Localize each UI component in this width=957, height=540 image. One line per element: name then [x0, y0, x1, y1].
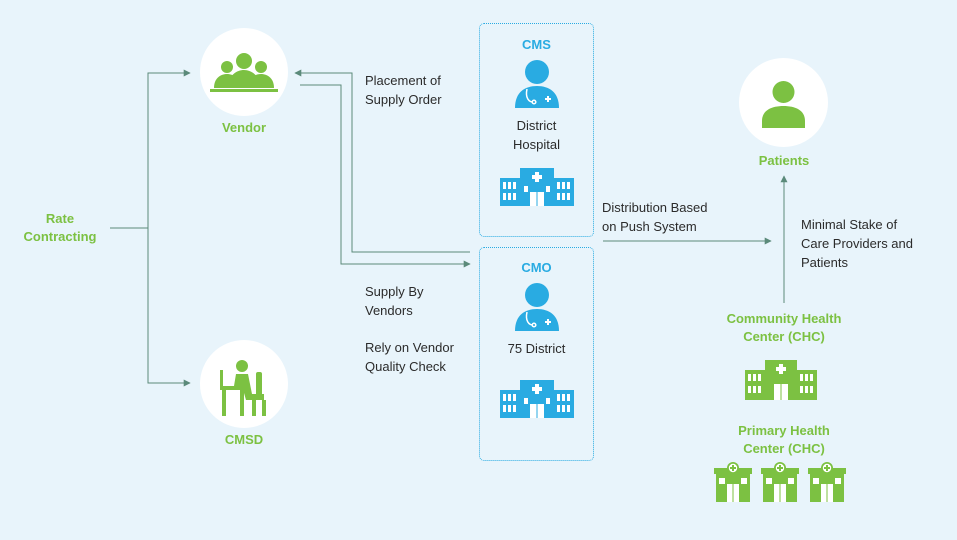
arrow-to-vendor	[147, 69, 191, 228]
supply-by-vendors-label: Supply By Vendors	[365, 284, 424, 318]
cms-title: CMS	[522, 37, 551, 52]
cms-box: CMS District Hospital	[479, 23, 594, 237]
cmo-title: CMO	[521, 260, 552, 275]
cmsd-label: CMSD	[224, 432, 264, 447]
arrow-to-cmsd	[147, 228, 191, 387]
cmo-subtitle: 75 District	[507, 341, 566, 356]
doctor-icon	[514, 283, 559, 331]
rely-on-vendor-label: Rely on Vendor Quality Check	[365, 340, 454, 374]
chc-label: Community Health Center (CHC)	[726, 311, 842, 344]
distribution-label: Distribution Based on Push System	[602, 200, 708, 234]
cmsd-node	[200, 340, 288, 428]
group-of-people-icon	[210, 53, 278, 92]
person-at-desk-icon	[220, 360, 266, 416]
arrow-placement	[294, 69, 470, 253]
rate-contracting-label: Rate Contracting	[23, 211, 97, 244]
vendor-node	[200, 28, 288, 116]
cmo-box: CMO 75 District	[479, 247, 594, 461]
person-icon	[762, 81, 805, 128]
patients-label: Patients	[758, 153, 810, 168]
vendor-label: Vendor	[221, 120, 267, 135]
placement-label: Placement of Supply Order	[365, 73, 442, 107]
cms-subtitle: District Hospital	[513, 118, 560, 152]
arrow-supply	[300, 84, 471, 268]
clinic-icon	[714, 462, 846, 502]
hospital-building-icon	[499, 380, 574, 418]
hospital-building-icon	[499, 168, 574, 206]
patients-node	[739, 58, 828, 147]
minimal-stake-label: Minimal Stake of Care Providers and Pati…	[801, 217, 913, 270]
doctor-icon	[514, 60, 559, 108]
phc-label: Primary Health Center (CHC)	[738, 423, 830, 456]
hospital-building-icon	[745, 360, 817, 400]
